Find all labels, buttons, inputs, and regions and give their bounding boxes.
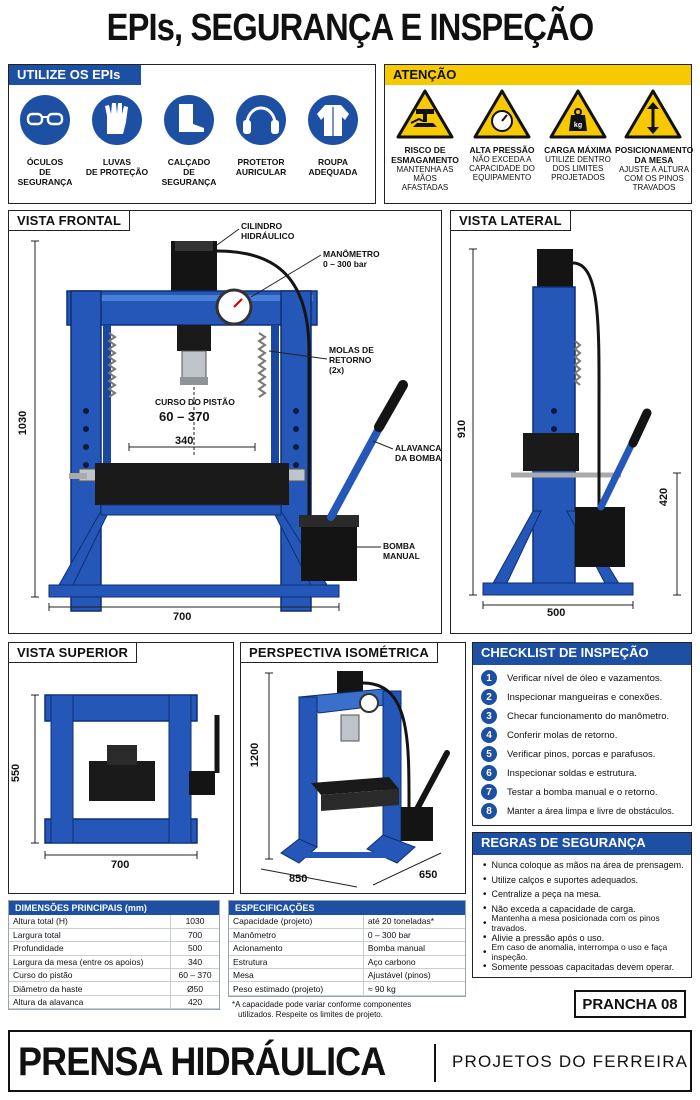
specs-table: ESPECIFICAÇÕES Capacidade (projeto)até 2… bbox=[228, 900, 466, 997]
dim-side-width: 500 bbox=[547, 607, 566, 619]
rule-item: •Nunca coloque as mãos na área de prensa… bbox=[483, 859, 684, 871]
table-row: Capacidade (projeto)até 20 toneladas* bbox=[229, 915, 465, 929]
front-view-title: VISTA FRONTAL bbox=[9, 211, 131, 231]
rule-item: •Mantenha a mesa posicionada com os pino… bbox=[483, 913, 660, 934]
iso-view-title: PERSPECTIVA ISOMÉTRICA bbox=[241, 643, 438, 663]
rule-item: •Em caso de anomalia, interrompa o uso e… bbox=[483, 942, 668, 963]
side-view-title: VISTA LATERAL bbox=[451, 211, 571, 231]
top-view-drawing bbox=[31, 694, 220, 859]
callout-stroke: CURSO DO PISTÃO bbox=[155, 397, 235, 407]
dim-iso-height: 1200 bbox=[249, 742, 262, 768]
footer-title: PRENSA HIDRÁULICA bbox=[18, 1040, 386, 1084]
dim-stroke-value: 60 – 370 bbox=[159, 409, 210, 424]
dim-top-width: 700 bbox=[111, 859, 130, 871]
dim-iso-width: 850 bbox=[289, 873, 308, 885]
rule-item: •Centralize a peça na mesa. bbox=[483, 888, 602, 900]
rules-title: REGRAS DE SEGURANÇA bbox=[473, 833, 691, 855]
dimensions-table-title: DIMENSÕES PRINCIPAIS (mm) bbox=[9, 901, 219, 915]
front-view-drawing bbox=[31, 228, 408, 612]
checklist-title: CHECKLIST DE INSPEÇÃO bbox=[473, 643, 691, 665]
page-title: EPIs, SEGURANÇA E INSPEÇÃO bbox=[106, 7, 595, 49]
iso-view-drawing bbox=[260, 671, 450, 888]
rule-item: •Não exceda a capacidade de carga. bbox=[483, 903, 636, 915]
footer-subtitle: PROJETOS DO FERREIRA bbox=[452, 1052, 689, 1071]
dimensions-table: DIMENSÕES PRINCIPAIS (mm) Altura total (… bbox=[8, 900, 220, 1011]
ppe-panel-title: UTILIZE OS EPIs bbox=[9, 65, 141, 85]
iso-view-panel: PERSPECTIVA ISOMÉTRICA 1200 850 650 bbox=[240, 642, 466, 894]
warning-panel-title: ATENÇÃO bbox=[385, 65, 691, 85]
footer: PRENSA HIDRÁULICA PROJETOS DO FERREIRA bbox=[8, 1030, 692, 1092]
ppe-panel: UTILIZE OS EPIs bbox=[8, 64, 376, 204]
top-view-panel: VISTA SUPERIOR 550 700 bbox=[8, 642, 234, 894]
specs-table-title: ESPECIFICAÇÕES bbox=[229, 901, 465, 915]
table-row: Largura da mesa (entre os apoios)340 bbox=[9, 955, 219, 970]
dim-side-height: 910 bbox=[456, 419, 469, 439]
table-row: Peso estimado (projeto)≈ 90 kg bbox=[229, 981, 465, 996]
warning-icons: kg bbox=[396, 89, 682, 139]
dim-table-width: 340 bbox=[175, 435, 194, 447]
top-view-title: VISTA SUPERIOR bbox=[9, 643, 138, 663]
dim-front-width: 700 bbox=[173, 611, 192, 623]
svg-text:kg: kg bbox=[574, 122, 582, 129]
rule-item: •Utilize calços e suportes adequados. bbox=[483, 874, 639, 886]
dim-front-height: 1030 bbox=[17, 410, 30, 436]
footer-divider bbox=[434, 1044, 436, 1082]
rule-item: •Alivie a pressão após o uso. bbox=[483, 932, 605, 944]
rules-panel: REGRAS DE SEGURANÇA •Nunca coloque as mã… bbox=[472, 832, 692, 978]
dim-side-table-height: 420 bbox=[658, 487, 671, 507]
specs-footnote: *A capacidade pode variar conforme compo… bbox=[232, 1000, 412, 1019]
side-view-panel: VISTA LATERAL 910 420 500 bbox=[450, 210, 692, 634]
sheet-label: PRANCHA 08 bbox=[574, 990, 686, 1018]
side-view-drawing bbox=[469, 248, 681, 609]
dim-top-depth: 550 bbox=[10, 763, 23, 783]
dim-iso-depth: 650 bbox=[419, 869, 438, 881]
table-row: Altura total (H)1030 bbox=[9, 915, 219, 929]
rule-item: •Somente pessoas capacitadas devem opera… bbox=[483, 961, 675, 973]
